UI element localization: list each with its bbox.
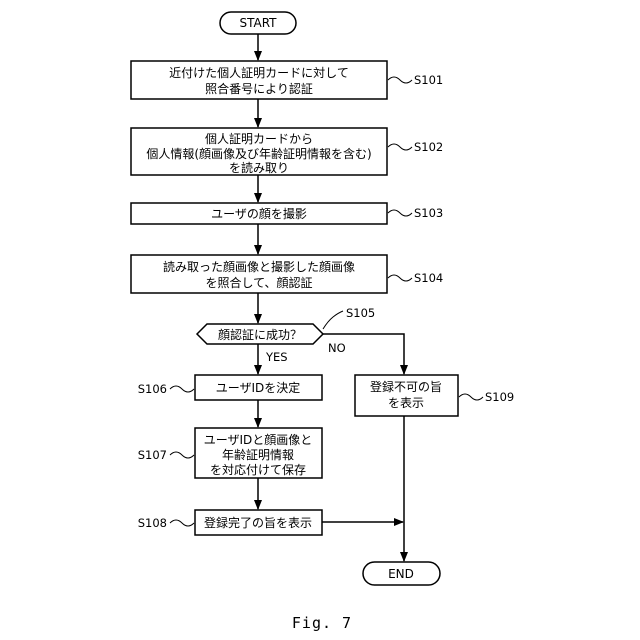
step-s102-line-3: を読み取り xyxy=(229,160,289,175)
branch-no-label: NO xyxy=(328,341,346,355)
step-s102-line-2: 個人情報(顔画像及び年齢証明情報を含む) xyxy=(146,146,371,161)
figure-caption: Fig. 7 xyxy=(292,614,352,632)
s105-leader xyxy=(323,311,343,329)
step-s107-line-3: を対応付けて保存 xyxy=(210,463,306,477)
end-label: END xyxy=(388,567,414,581)
step-s109-line-1: 登録不可の旨 xyxy=(370,379,442,394)
step-s105-line-1: 顔認証に成功？ xyxy=(218,327,302,342)
step-s101-line-1: 近付けた個人証明カードに対して xyxy=(169,66,349,80)
step-s104-line-2: を照合して、顔認証 xyxy=(205,275,312,290)
step-s104-line-1: 読み取った顔画像と撮影した顔画像 xyxy=(163,259,355,274)
branch-yes-label: YES xyxy=(265,350,288,364)
s109-leader xyxy=(459,394,483,400)
step-s102-line-1: 個人証明カードから xyxy=(205,132,313,146)
s103-leader xyxy=(388,210,412,216)
start-label: START xyxy=(239,16,277,30)
step-s101-line-2: 照合番号により認証 xyxy=(205,81,313,96)
step-s107-line-1: ユーザIDと顔画像と xyxy=(204,432,313,447)
step-s105-id: S105 xyxy=(346,306,375,320)
s108-leader xyxy=(170,520,194,526)
step-s109-line-2: を表示 xyxy=(388,396,424,410)
step-s103-line-1: ユーザの顔を撮影 xyxy=(211,206,307,221)
s107-leader xyxy=(170,452,194,458)
step-s103-id: S103 xyxy=(414,206,443,220)
s102-leader xyxy=(388,144,412,150)
step-s107-line-2: 年齢証明情報 xyxy=(222,447,294,462)
s101-leader xyxy=(388,77,412,83)
s106-leader xyxy=(170,386,194,392)
step-s109-id: S109 xyxy=(485,390,514,404)
step-s104-id: S104 xyxy=(414,271,443,285)
step-s106-line-1: ユーザIDを決定 xyxy=(216,380,301,395)
step-s108-line-1: 登録完了の旨を表示 xyxy=(204,515,312,530)
step-s101-id: S101 xyxy=(414,73,443,87)
step-s107-id: S107 xyxy=(138,448,167,462)
s104-leader xyxy=(388,275,412,281)
step-s106-id: S106 xyxy=(138,382,167,396)
step-s108-id: S108 xyxy=(138,516,167,530)
step-s102-id: S102 xyxy=(414,140,443,154)
